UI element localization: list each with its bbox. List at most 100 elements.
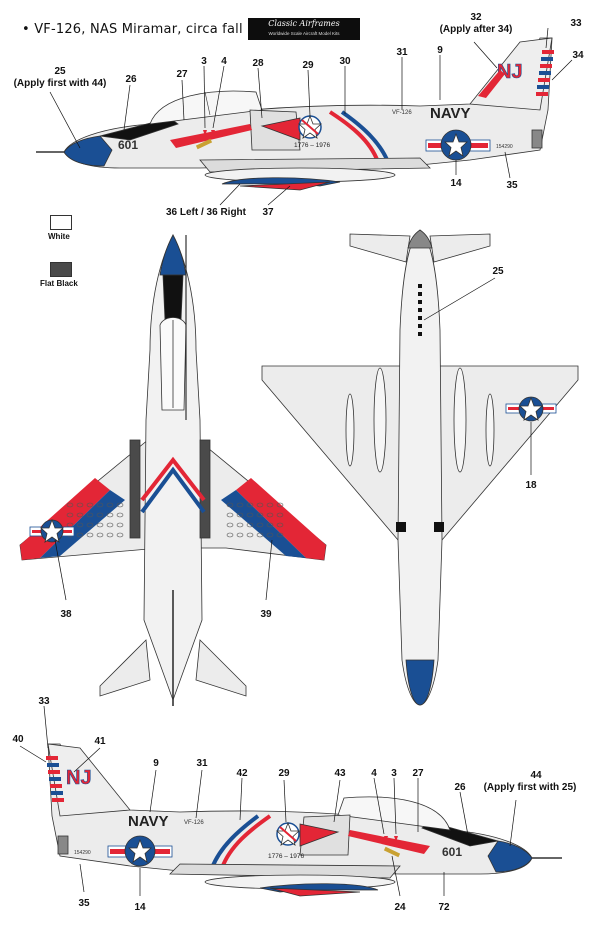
- callout-b3: 3: [391, 768, 397, 779]
- bicentennial-text-bottom: 1776 – 1976: [268, 853, 305, 860]
- callout-c35: 35: [506, 180, 518, 191]
- under-stab-left: [349, 233, 411, 263]
- plan-chevron-blue: [140, 466, 206, 514]
- callout-c36: 36 Left / 36 Right: [166, 207, 247, 218]
- callout-b33: 33: [38, 696, 50, 707]
- under-tank-right: [453, 367, 467, 473]
- callout-c37: 37: [262, 207, 274, 218]
- callout-c33: 33: [570, 18, 582, 29]
- plan-stab-right: [195, 639, 247, 697]
- buno-bottom: 154290: [74, 850, 91, 856]
- navy-lettering-top: NAVY: [430, 105, 471, 122]
- sweep-stripe-red: [328, 110, 380, 163]
- squadron-code-bottom: VF-126: [184, 820, 204, 826]
- page-title: • VF-126, NAS Miramar, circa fall 1976: [22, 22, 281, 37]
- under-stab-right: [429, 233, 491, 263]
- under-nose-blue: [405, 659, 435, 706]
- plan-wingtip-blue-right: [221, 490, 306, 558]
- plan-spoiler-right: [199, 439, 211, 539]
- plan-vent-pattern: [66, 502, 284, 538]
- callout-c32: 32: [470, 12, 482, 23]
- callout-b44: 44: [530, 770, 542, 781]
- callout-c29: 29: [302, 60, 314, 71]
- under-tank-left: [373, 367, 387, 473]
- callout-b9: 9: [153, 758, 159, 769]
- callout-b31: 31: [196, 758, 208, 769]
- modex-top: 601: [118, 138, 138, 152]
- fuselage-side: [63, 37, 553, 169]
- plan-nose-blue: [159, 234, 187, 276]
- national-insignia-top: [425, 129, 491, 161]
- under-keel-stripes: [418, 284, 422, 336]
- callout-p39: 39: [260, 609, 272, 620]
- antiglare-panel: [99, 117, 179, 141]
- tail-code-bottom: NJ: [66, 767, 92, 789]
- callout-c3: 3: [201, 56, 207, 67]
- profile-right-view: NJ NAVY 1776 – 1976 601 VF-126 154290: [46, 743, 562, 897]
- brand-logo: Classic Airframes Worldwide Scale Aircra…: [248, 18, 360, 40]
- callout-b24: 24: [394, 902, 406, 913]
- cockpit-red-stripe: [170, 124, 252, 148]
- leader-lines-plan-bottom: [423, 277, 532, 475]
- callout-b14: 14: [134, 902, 146, 913]
- callout-c34: 34: [572, 50, 584, 61]
- buno-top: 154290: [496, 144, 513, 150]
- callout-b27: 27: [412, 768, 424, 779]
- callout-c32note: (Apply after 34): [440, 24, 513, 35]
- squadron-code-top: VF-126: [392, 110, 412, 116]
- callout-c28: 28: [252, 58, 264, 69]
- title-text: VF-126, NAS Miramar, circa fall 1976: [34, 22, 281, 37]
- plan-wingtip-red-left: [20, 478, 110, 560]
- plan-chevron-red: [140, 456, 206, 502]
- callout-p25: 25: [492, 266, 504, 277]
- callout-b29: 29: [278, 768, 290, 779]
- canopy-side: [149, 90, 263, 125]
- callout-p18: 18: [525, 480, 537, 491]
- callout-c27: 27: [176, 69, 188, 80]
- callout-b41: 41: [94, 736, 106, 747]
- callout-b43: 43: [334, 768, 346, 779]
- callout-c25note: (Apply first with 44): [14, 78, 107, 89]
- leader-lines-top: [49, 27, 573, 206]
- bicentennial-emblem-top: [298, 115, 322, 139]
- plan-spoiler-left: [129, 439, 141, 539]
- swatch-flat-black-label: Flat Black: [40, 279, 78, 288]
- nose-blue-band: [63, 135, 113, 167]
- rudder-stripes: [536, 50, 554, 96]
- logo-name: Classic Airframes: [268, 19, 340, 28]
- profile-left-view: NJ NAVY 1776 – 1976 601 VF-126 154290: [36, 37, 554, 191]
- callout-c25: 25: [54, 66, 66, 77]
- tank-stripe-red: [239, 181, 331, 191]
- callout-c31: 31: [396, 47, 408, 58]
- national-insignia-bottom: [107, 835, 173, 867]
- plan-antiglare: [162, 274, 184, 321]
- callout-b35: 35: [78, 898, 90, 909]
- tail-code-top: NJ: [497, 61, 523, 83]
- plan-top-view: [19, 234, 327, 706]
- callout-c9: 9: [437, 45, 443, 56]
- callout-c14: 14: [450, 178, 462, 189]
- callout-b72: 72: [438, 902, 450, 913]
- callout-labels-top: 25 (Apply first with 44) 26 27 3 4 28 29…: [14, 12, 584, 218]
- swatch-white-label: White: [48, 232, 70, 241]
- logo-tagline: Worldwide Scale Aircraft Model Kits: [268, 31, 340, 36]
- callout-c30: 30: [339, 56, 351, 67]
- bicentennial-emblem-bottom: [276, 822, 300, 846]
- modex-bottom: 601: [442, 845, 462, 859]
- plan-bottom-view: [261, 229, 579, 706]
- callout-c4: 4: [221, 56, 227, 67]
- bicentennial-text-top: 1776 – 1976: [294, 142, 331, 149]
- callout-labels-bottom: 33 40 41 9 31 42 29 43 4 3 27 26 44 (App…: [12, 696, 576, 913]
- callout-b26: 26: [454, 782, 466, 793]
- callout-c26: 26: [125, 74, 137, 85]
- swatch-white: [50, 215, 72, 230]
- navy-lettering-bottom: NAVY: [128, 813, 169, 830]
- plan-insignia-left: [29, 519, 75, 543]
- plan-wingtip-red-right: [236, 478, 326, 560]
- leader-lines-bottom: [19, 705, 517, 897]
- fuselage-side-right: [47, 743, 533, 875]
- swatch-flat-black: [50, 262, 72, 277]
- leader-lines-plan-top: [54, 539, 273, 601]
